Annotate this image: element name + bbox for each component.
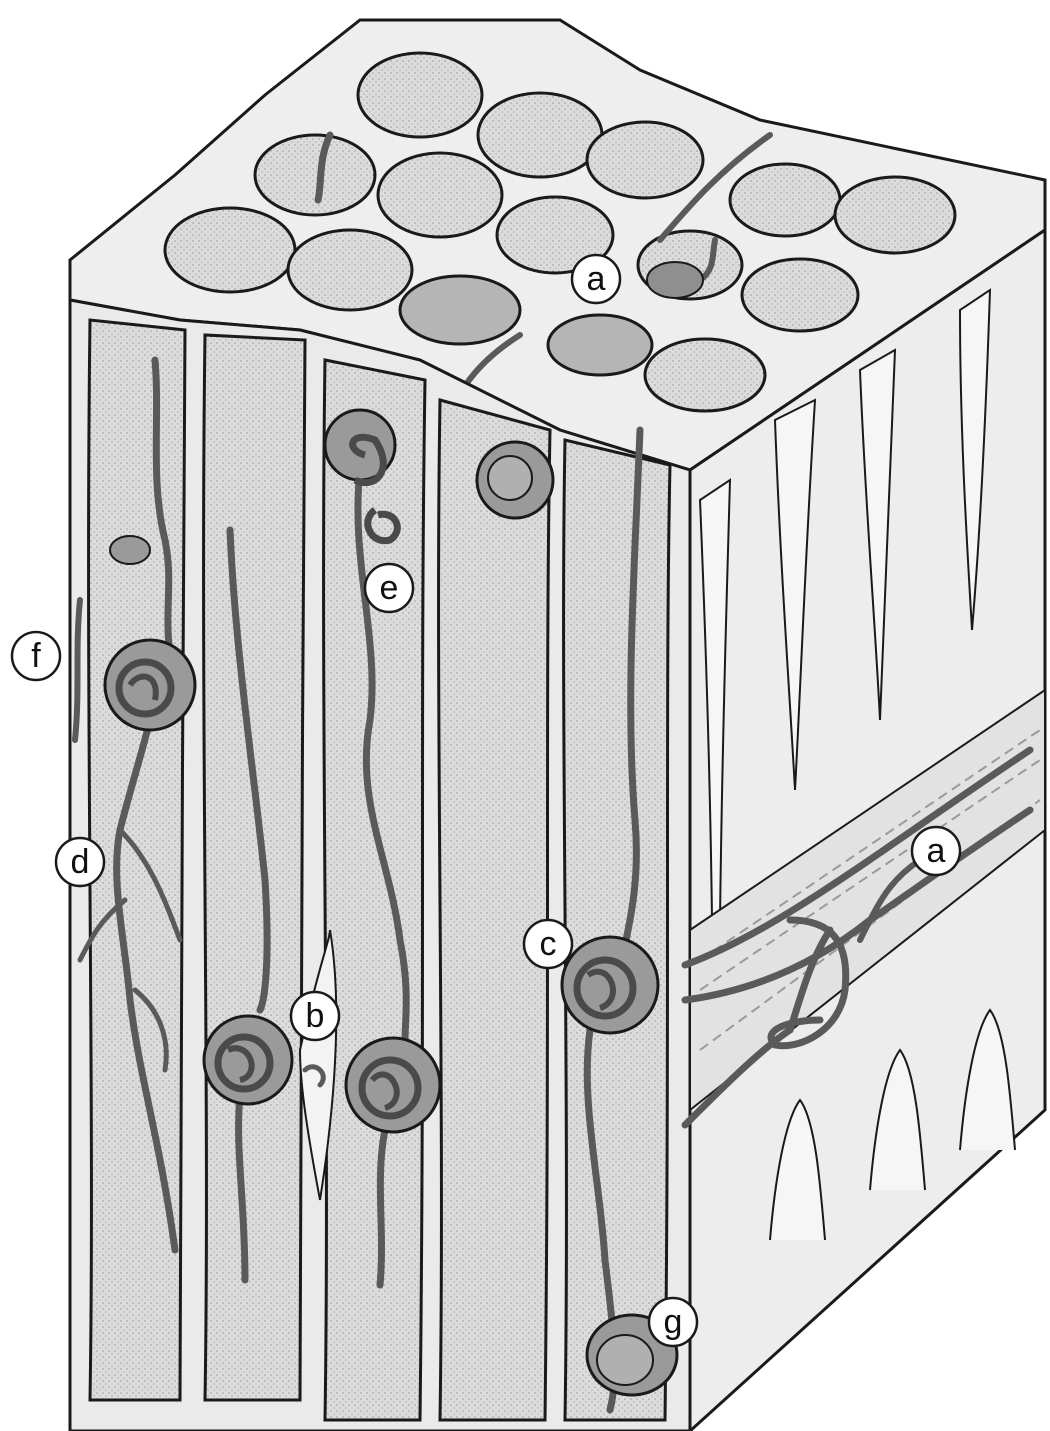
label-b: b	[291, 992, 339, 1040]
cell-lumen	[165, 208, 295, 292]
cell-lumen	[478, 93, 602, 177]
cell-lumen	[645, 339, 765, 411]
cell-lumen	[587, 122, 703, 198]
label-e: e	[365, 564, 413, 612]
label-a-right: a	[912, 827, 960, 875]
label-f: f	[12, 632, 60, 680]
label-b-text: b	[306, 997, 325, 1035]
cell-lumen	[742, 259, 858, 331]
label-e-text: e	[380, 569, 399, 607]
label-g: g	[649, 1298, 697, 1346]
hyphal-coil	[562, 937, 658, 1033]
hyphal-coil	[204, 1016, 292, 1104]
fiber-cell	[204, 335, 305, 1400]
label-c: c	[524, 920, 572, 968]
occluded-lumen	[548, 315, 652, 375]
hyphal-coil	[105, 640, 195, 730]
fiber-cell	[324, 360, 425, 1420]
label-f-text: f	[31, 637, 41, 675]
label-a-top: a	[572, 255, 620, 303]
label-c-text: c	[540, 925, 557, 963]
cell-lumen	[730, 164, 840, 236]
label-a-top-text: a	[587, 260, 606, 298]
cell-lumen	[255, 135, 375, 215]
cell-lumen	[288, 230, 412, 310]
label-d: d	[56, 838, 104, 886]
cell-lumen	[378, 153, 502, 237]
fiber-cell	[564, 440, 670, 1420]
cell-lumen	[835, 177, 955, 253]
hyphal-coil	[346, 1038, 440, 1132]
label-g-text: g	[664, 1303, 683, 1341]
hyphal-coil	[477, 442, 553, 518]
cell-lumen	[358, 53, 482, 137]
label-a-right-text: a	[927, 832, 946, 870]
fiber-cell	[439, 400, 550, 1420]
front-face	[70, 300, 690, 1431]
occluded-lumen	[400, 276, 520, 344]
label-d-text: d	[71, 843, 90, 881]
